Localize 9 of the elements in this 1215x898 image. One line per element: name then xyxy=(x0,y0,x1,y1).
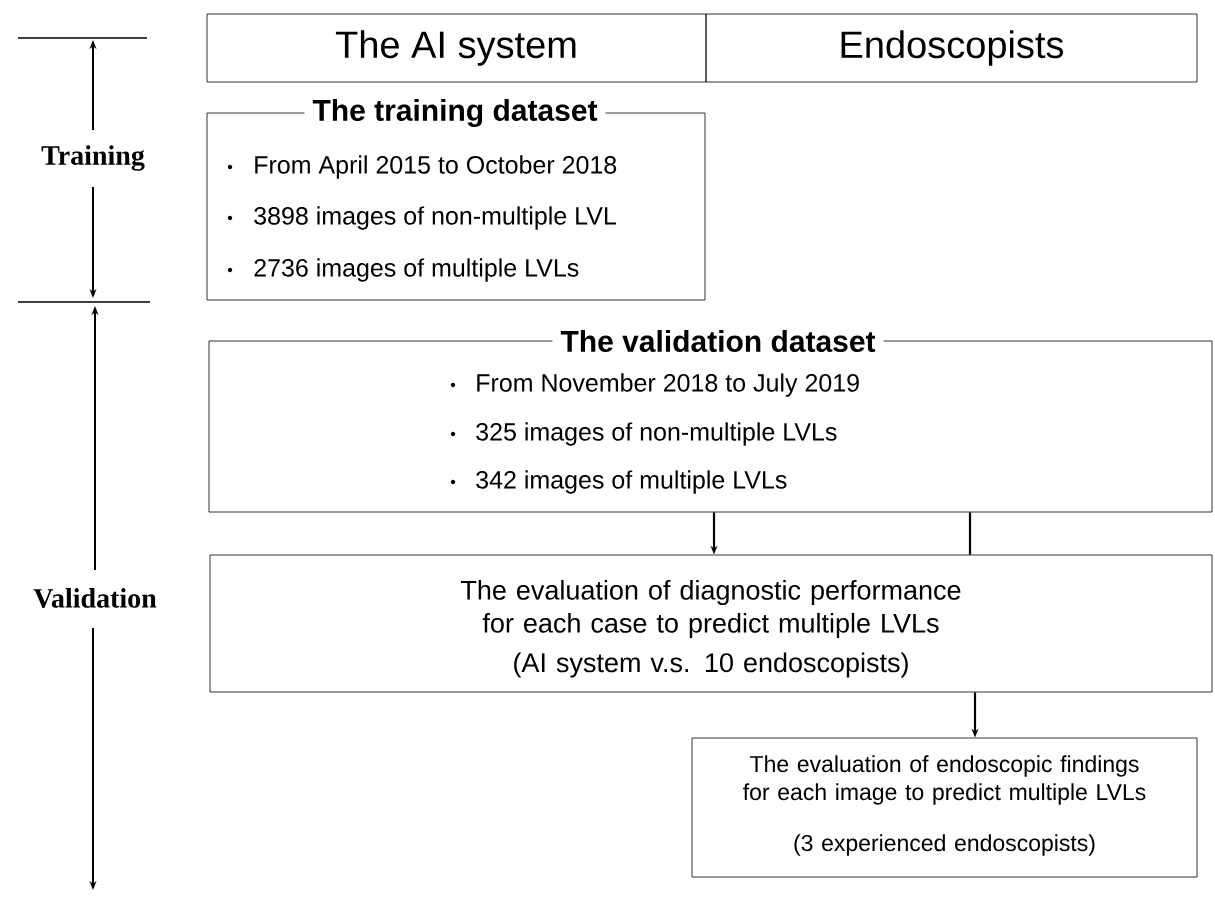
dataset-box: The validation dataset From November 2018 to July 2019 325 images of non-multiple LVLs 342 images of multiple LVLs xyxy=(208,328,1213,513)
dataset-box: The training dataset From April 2015 to October 2018 3898 images of non-multiple LVL 2736 images of multiple LVLs xyxy=(206,96,706,301)
process-box: The evaluation of diagnostic performance for each case to predict multiple LVLs (AI system v.s. 10 endoscopists) xyxy=(209,554,1213,693)
connector-line xyxy=(968,512,972,555)
header-cell: The AI system xyxy=(206,13,707,83)
stage-label: Validation xyxy=(33,588,157,608)
header-cell: Endoscopists xyxy=(705,13,1198,83)
stage-label: Training xyxy=(41,145,145,171)
process-box: The evaluation of endoscopic findings for each image to predict multiple LVLs (3 experienced endoscopists) xyxy=(691,737,1198,878)
